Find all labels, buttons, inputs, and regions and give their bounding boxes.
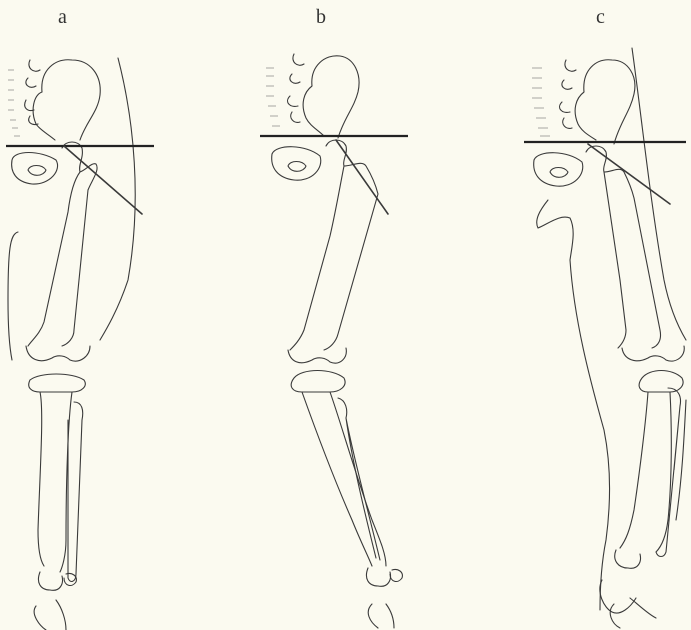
panel-a-drawing xyxy=(6,58,154,630)
panel-c-pelvis xyxy=(560,60,635,144)
panel-a-femur xyxy=(28,142,97,346)
panel-b-drawing xyxy=(260,54,408,628)
panel-b-femoral-axis-line xyxy=(336,140,388,214)
panel-a-fibula xyxy=(68,402,83,581)
panel-b-knee xyxy=(288,348,346,392)
panel-b-ankle xyxy=(366,568,402,628)
panel-a-pelvis xyxy=(25,60,101,140)
panel-a-tibia xyxy=(38,392,72,572)
panel-b-obturator xyxy=(272,147,321,180)
panel-c-drawing xyxy=(524,48,686,628)
panel-c-knee xyxy=(622,346,684,392)
panel-c-femoral-axis-line xyxy=(588,144,670,204)
panel-c-femur xyxy=(586,146,661,348)
panel-a-sacrum-marks xyxy=(8,70,20,136)
panel-b-tibia xyxy=(302,392,386,566)
panel-a-obturator xyxy=(12,153,58,185)
panel-c-obturator xyxy=(534,153,583,186)
panel-b-sacrum-marks xyxy=(266,68,280,126)
panel-c-skin-outline xyxy=(537,48,686,610)
panel-c-tibia xyxy=(620,392,671,552)
panel-a-skin-outline xyxy=(8,58,135,360)
panel-b-femur xyxy=(290,140,378,350)
panel-c-ankle xyxy=(600,550,656,628)
panel-c-sacrum-marks xyxy=(532,68,550,136)
panel-b-pelvis xyxy=(288,54,359,138)
panel-a-knee xyxy=(26,346,90,392)
panel-c-fibula xyxy=(656,388,681,557)
